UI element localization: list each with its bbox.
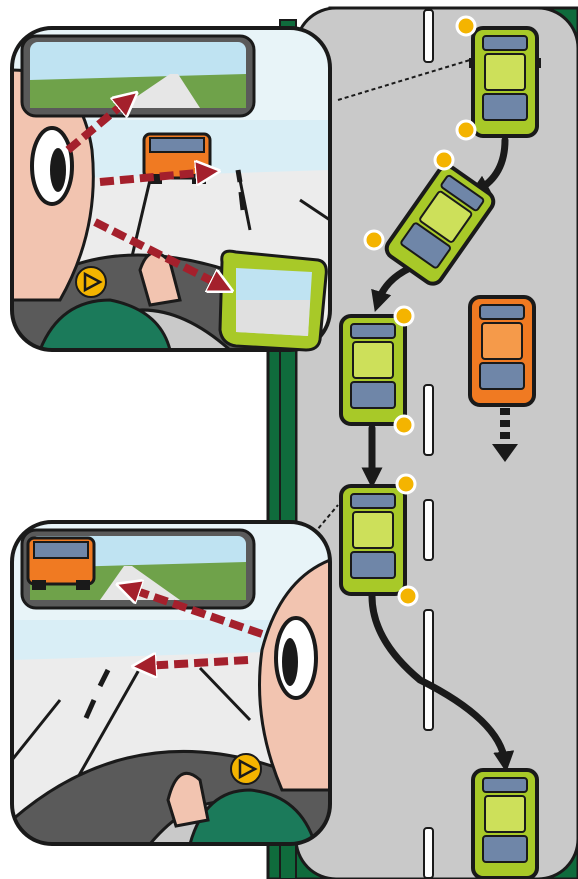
s-curve-arrow [368,592,515,773]
gaze-arrow-forward-bottom [144,660,249,666]
gaze-arrows-bottom [128,588,264,666]
road [266,6,578,879]
road-surface [294,6,578,879]
rearview-mirror [20,34,256,118]
turn-signal-blink-icon [363,15,477,607]
yellow-triangle-badge-icon [75,266,107,298]
car-4-checking-mirror [339,484,407,596]
center-dashes-bottom [83,668,111,720]
gaze-arrow-rearview-bottom [128,588,264,638]
orange-car-dotted-arrow [492,408,518,462]
center-dashes [235,169,246,211]
car-top-1 [469,26,541,138]
rearview-mirror-bottom [20,528,256,610]
gaze-arrow-rearview [65,100,128,154]
inset-return-check [10,520,332,846]
driver-hand-bottom [166,771,210,828]
curve-arrow-2 [371,264,414,313]
car-2-turning [384,164,496,286]
inset-forward-check [10,26,332,352]
gaze-arrows-top [65,100,222,286]
driver-shirt [37,298,172,350]
connector-top [337,59,471,101]
car-3-left-lane [339,314,407,426]
yellow-triangle-badge-icon [230,753,262,785]
car-orange-right-lane [468,295,536,407]
lane-divider [423,9,434,879]
gaze-arrow-forward [99,172,208,186]
car-5-returned [471,768,539,879]
gaze-arrow-side-mirror [93,218,222,286]
side-mirror [218,249,328,352]
orange-car-in-mirror [26,536,96,590]
